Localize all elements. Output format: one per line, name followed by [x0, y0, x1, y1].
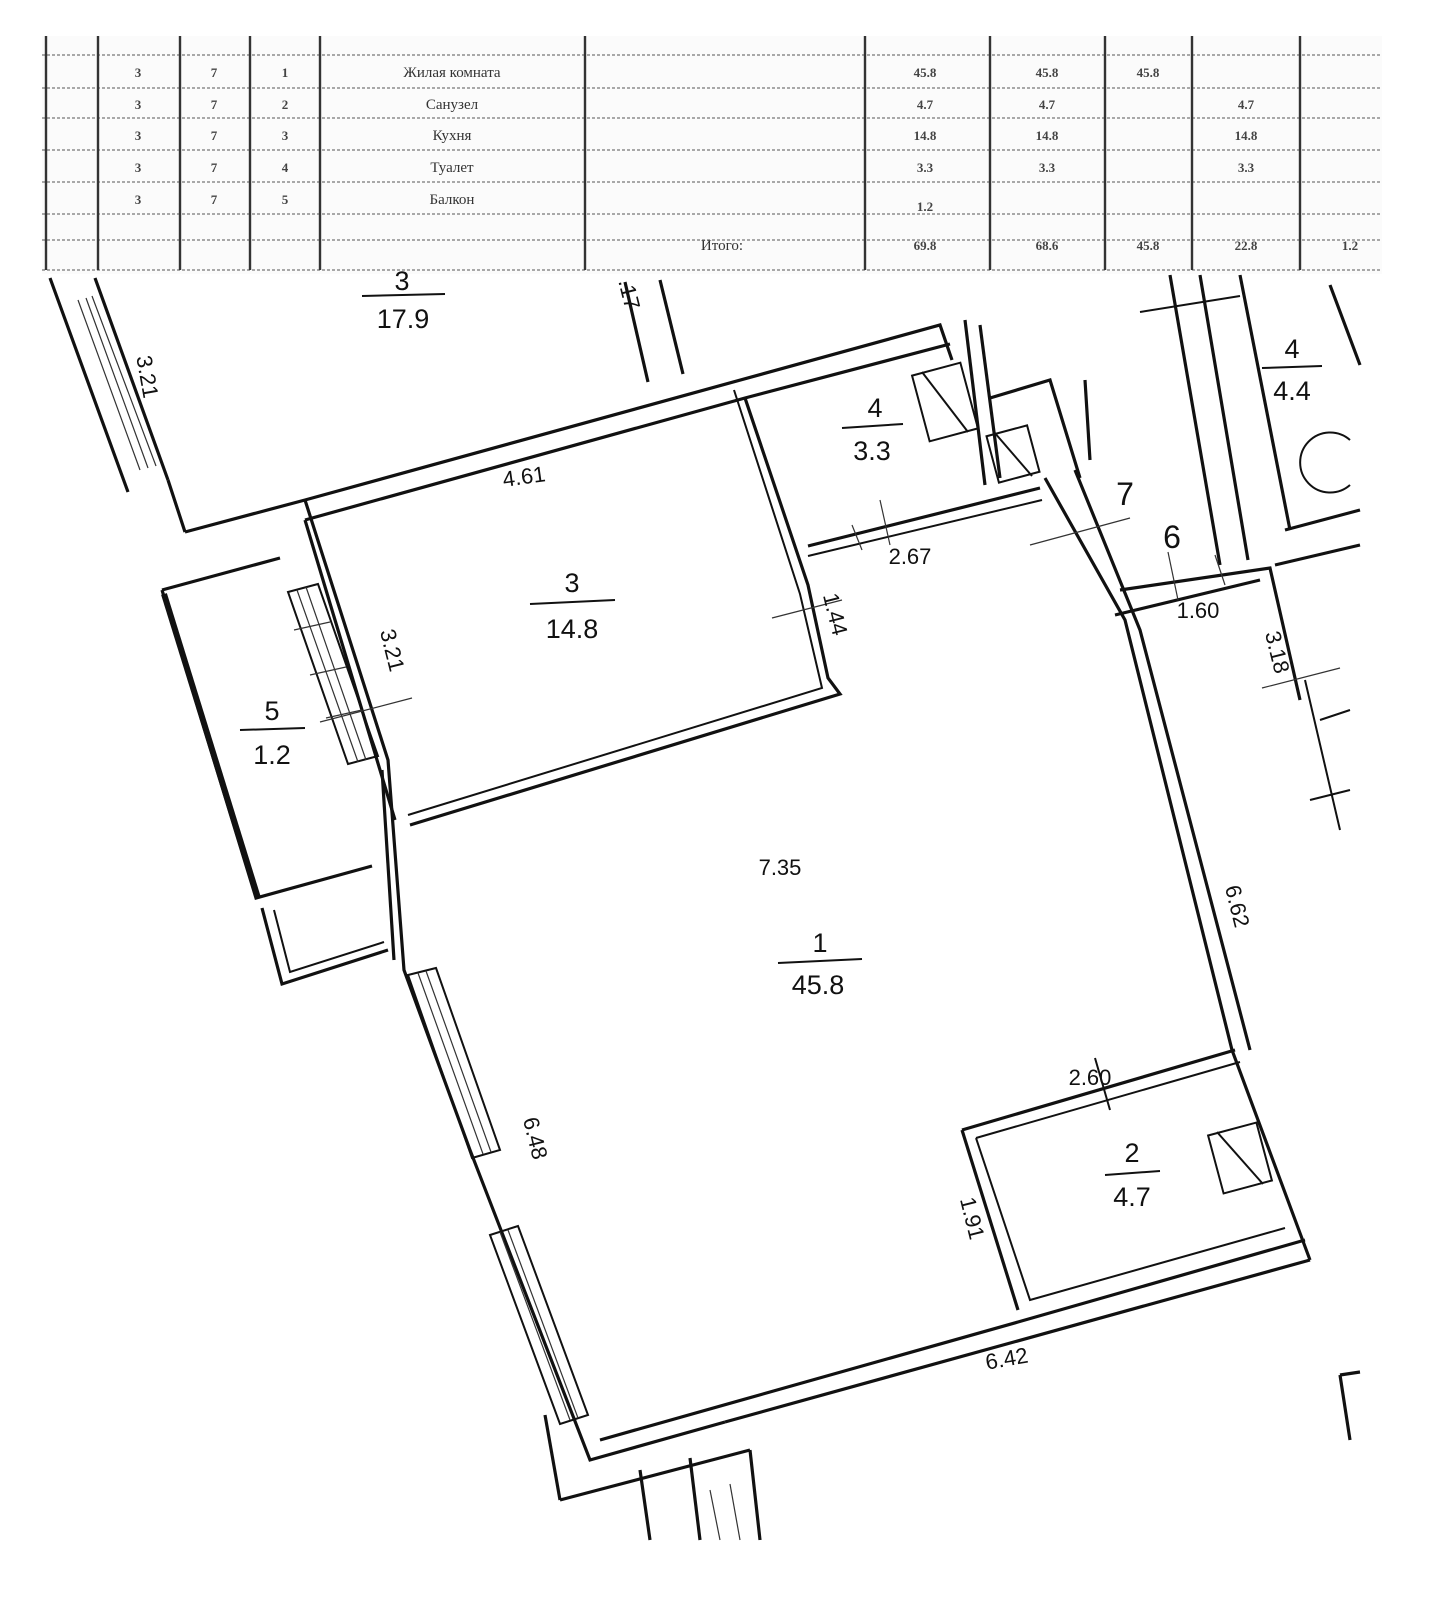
table-cell: 7 — [211, 128, 218, 143]
table-cell: 3 — [135, 65, 142, 80]
area-table: 3 7 1 Жилая комната 45.8 45.8 45.8 3 7 2… — [42, 36, 1382, 274]
room-area: 3.3 — [853, 436, 891, 466]
table-cell: 4.7 — [1238, 97, 1255, 112]
dimension-label: 2.60 — [1069, 1065, 1112, 1090]
table-total-label: Итого: — [701, 238, 743, 254]
table-total-cell: 68.6 — [1036, 238, 1059, 253]
neighbor-room-area: 4.4 — [1273, 376, 1311, 406]
table-total-cell: 69.8 — [914, 238, 937, 253]
dimension-label: 3.18 — [1260, 628, 1295, 676]
room-number: 1 — [812, 928, 827, 958]
room-labels: 1 45.8 2 4.7 3 14.8 4 3.3 5 1.2 3 17.9 4… — [239, 266, 1323, 1212]
neighbor-room-number: 7 — [1116, 476, 1134, 512]
table-room-name: Балкон — [430, 192, 475, 208]
dimension-label: .17 — [613, 276, 645, 312]
neighbor-room-number: 4 — [1284, 334, 1299, 364]
room-area: 45.8 — [792, 970, 845, 1000]
table-cell: 3 — [282, 128, 289, 143]
dimension-label: 6.48 — [518, 1114, 553, 1162]
table-room-name: Кухня — [433, 128, 472, 144]
room-number: 2 — [1124, 1138, 1139, 1168]
table-cell: 3 — [135, 97, 142, 112]
table-cell: 4 — [282, 160, 289, 175]
room-area: 1.2 — [253, 740, 291, 770]
table-total-cell: 22.8 — [1235, 238, 1258, 253]
table-cell: 3 — [135, 160, 142, 175]
table-cell: 1 — [282, 65, 289, 80]
table-cell: 45.8 — [1137, 65, 1160, 80]
dimension-label: 1.60 — [1177, 598, 1220, 623]
table-total-cell: 1.2 — [1342, 238, 1358, 253]
table-room-name: Санузел — [426, 97, 479, 113]
table-room-name: Туалет — [430, 160, 474, 176]
table-cell: 3.3 — [1238, 160, 1255, 175]
table-cell: 1.2 — [917, 199, 933, 214]
room-number: 3 — [564, 568, 579, 598]
dimension-label: 6.62 — [1220, 882, 1255, 930]
table-cell: 45.8 — [914, 65, 937, 80]
table-cell: 3.3 — [917, 160, 934, 175]
room-number: 4 — [867, 393, 882, 423]
table-cell: 2 — [282, 97, 289, 112]
dimension-label: 1.44 — [818, 590, 853, 638]
walls — [48, 274, 1362, 1541]
table-cell: 4.7 — [917, 97, 934, 112]
table-cell: 7 — [211, 160, 218, 175]
room-area: 4.7 — [1113, 1182, 1151, 1212]
table-cell: 14.8 — [1036, 128, 1059, 143]
dimension-label: 2.67 — [889, 544, 932, 569]
room-area: 14.8 — [546, 614, 599, 644]
neighbor-room-number: 6 — [1163, 519, 1181, 555]
table-cell: 3.3 — [1039, 160, 1056, 175]
table-room-name: Жилая комната — [403, 65, 501, 81]
table-cell: 7 — [211, 97, 218, 112]
dimension-lines — [319, 499, 1341, 723]
neighbor-room-number: 3 — [394, 266, 409, 296]
table-cell: 14.8 — [914, 128, 937, 143]
table-cell: 14.8 — [1235, 128, 1258, 143]
dimension-label: 7.35 — [759, 855, 802, 880]
table-cell: 7 — [211, 65, 218, 80]
table-total-cell: 45.8 — [1137, 238, 1160, 253]
dimension-label: 3.21 — [375, 626, 410, 674]
table-cell: 45.8 — [1036, 65, 1059, 80]
table-cell: 3 — [135, 128, 142, 143]
table-cell: 4.7 — [1039, 97, 1056, 112]
table-cell: 5 — [282, 192, 289, 207]
table-cell: 3 — [135, 192, 142, 207]
table-cell: 7 — [211, 192, 218, 207]
dimension-label: 4.61 — [501, 461, 547, 492]
room-number: 5 — [264, 696, 279, 726]
neighbor-room-area: 17.9 — [377, 304, 430, 334]
